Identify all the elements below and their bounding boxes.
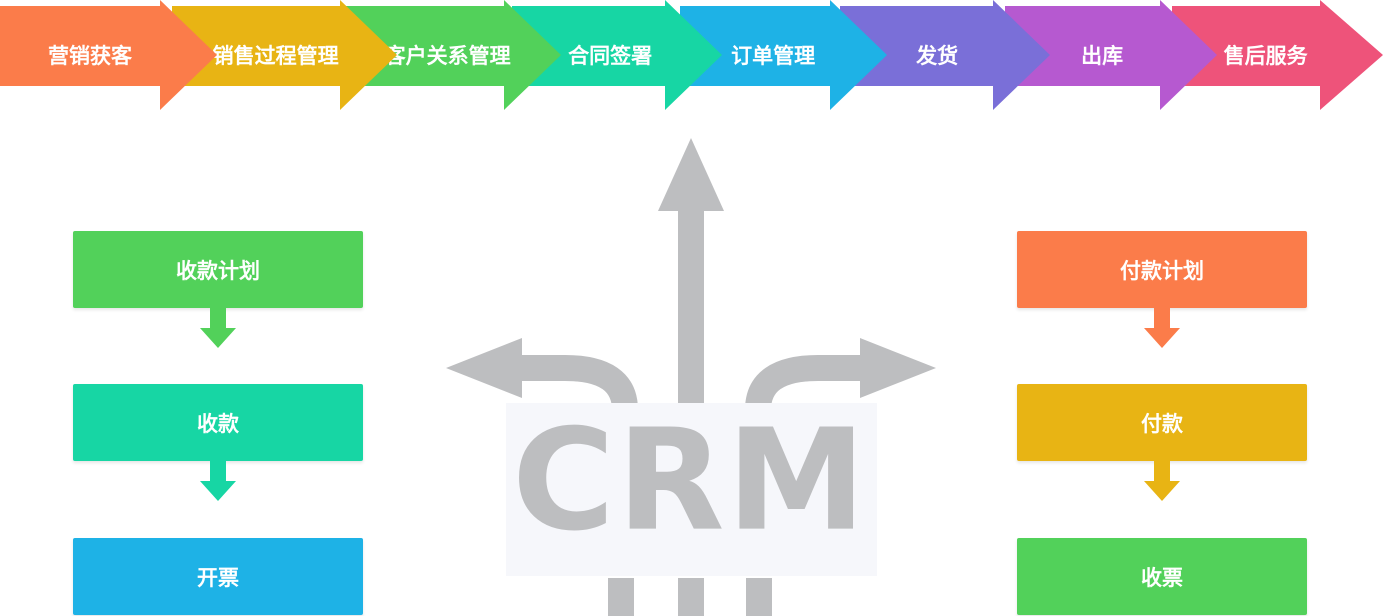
process-step-label: 订单管理 bbox=[731, 44, 815, 68]
flow-down-arrow-icon bbox=[200, 308, 236, 348]
flow-down-arrow-icon bbox=[1144, 308, 1180, 348]
crm-center-graphic: CRM bbox=[446, 138, 936, 616]
process-step-arrow bbox=[680, 0, 887, 110]
flow-box: 收款 bbox=[73, 384, 363, 461]
flow-box: 收票 bbox=[1017, 538, 1307, 615]
process-step-label: 营销获客 bbox=[48, 44, 133, 68]
process-step-arrow bbox=[512, 0, 722, 110]
crm-right-arrow-head bbox=[860, 338, 936, 398]
process-step-label: 合同签署 bbox=[568, 44, 652, 68]
crm-up-arrow-shaft bbox=[678, 200, 704, 410]
flow-box: 付款 bbox=[1017, 384, 1307, 461]
process-step-label: 出库 bbox=[1081, 44, 1123, 68]
process-step-arrow bbox=[840, 0, 1050, 110]
process-step-label: 售后服务 bbox=[1224, 44, 1309, 68]
crm-logo-text: CRM bbox=[512, 400, 868, 563]
process-flow: 售后服务 出库 发货 订单管理 合同签署 客户关系管理 销售过程管理 营销获客 bbox=[0, 0, 1383, 110]
crm-stem-left bbox=[608, 578, 634, 616]
process-step-arrow bbox=[340, 0, 561, 110]
process-step-arrow bbox=[1005, 0, 1217, 110]
crm-left-arrow-head bbox=[446, 338, 522, 398]
process-step-arrow bbox=[1172, 0, 1383, 110]
process-step-arrow bbox=[172, 0, 397, 110]
process-step-label: 发货 bbox=[915, 44, 958, 68]
flow-box: 付款计划 bbox=[1017, 231, 1307, 308]
process-step-label: 客户关系管理 bbox=[385, 44, 511, 68]
flow-down-arrow-icon bbox=[1144, 461, 1180, 501]
crm-left-arrow-curve bbox=[512, 355, 638, 411]
crm-right-arrow-curve bbox=[745, 355, 872, 411]
crm-stem-right bbox=[746, 578, 772, 616]
crm-up-arrow-head bbox=[658, 138, 724, 211]
process-step-arrow bbox=[0, 0, 217, 110]
flow-box: 开票 bbox=[73, 538, 363, 615]
flow-box: 收款计划 bbox=[73, 231, 363, 308]
crm-stem-middle bbox=[678, 578, 704, 616]
flow-down-arrow-icon bbox=[200, 461, 236, 501]
crm-logo-panel bbox=[506, 403, 877, 576]
process-step-label: 销售过程管理 bbox=[213, 44, 339, 68]
